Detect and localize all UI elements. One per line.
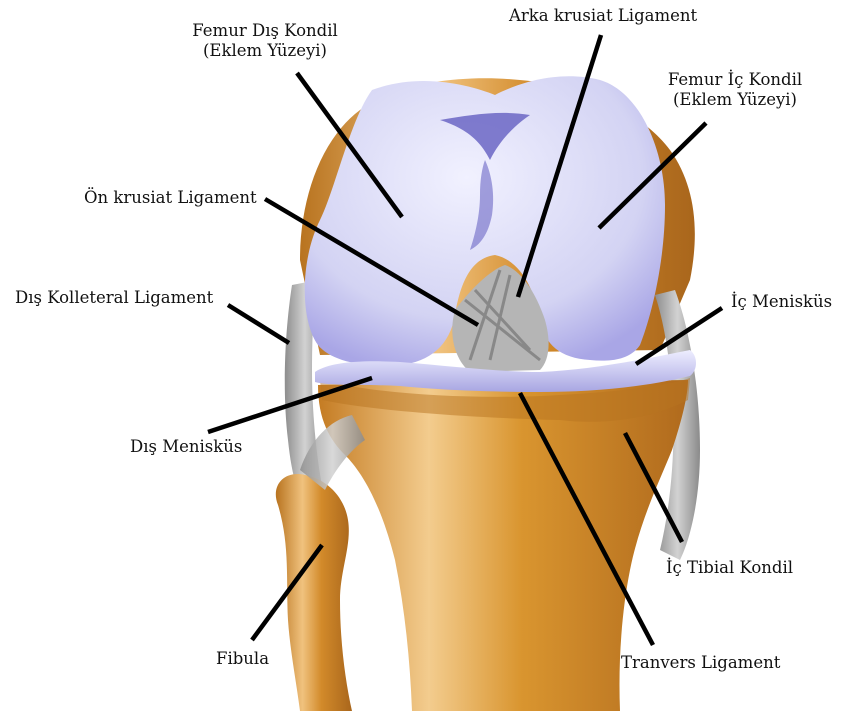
label-fibula: Fibula (216, 649, 269, 669)
label-arka-krusiat: Arka krusiat Ligament (509, 6, 697, 26)
label-femur-ic-kondil: Femur İç Kondil (Eklem Yüzeyi) (650, 70, 820, 110)
label-ic-menisk: İç Menisküs (731, 292, 832, 312)
label-on-krusiat: Ön krusiat Ligament (84, 188, 257, 208)
leader-dis-kolleteral (228, 305, 289, 343)
label-dis-menisk: Dış Menisküs (130, 437, 242, 457)
label-dis-kolleteral: Dış Kolleteral Ligament (15, 288, 213, 308)
label-femur-dis-kondil: Femur Dış Kondil (Eklem Yüzeyi) (180, 21, 350, 61)
label-tranvers: Tranvers Ligament (621, 653, 780, 673)
label-ic-tibial: İç Tibial Kondil (666, 558, 793, 578)
